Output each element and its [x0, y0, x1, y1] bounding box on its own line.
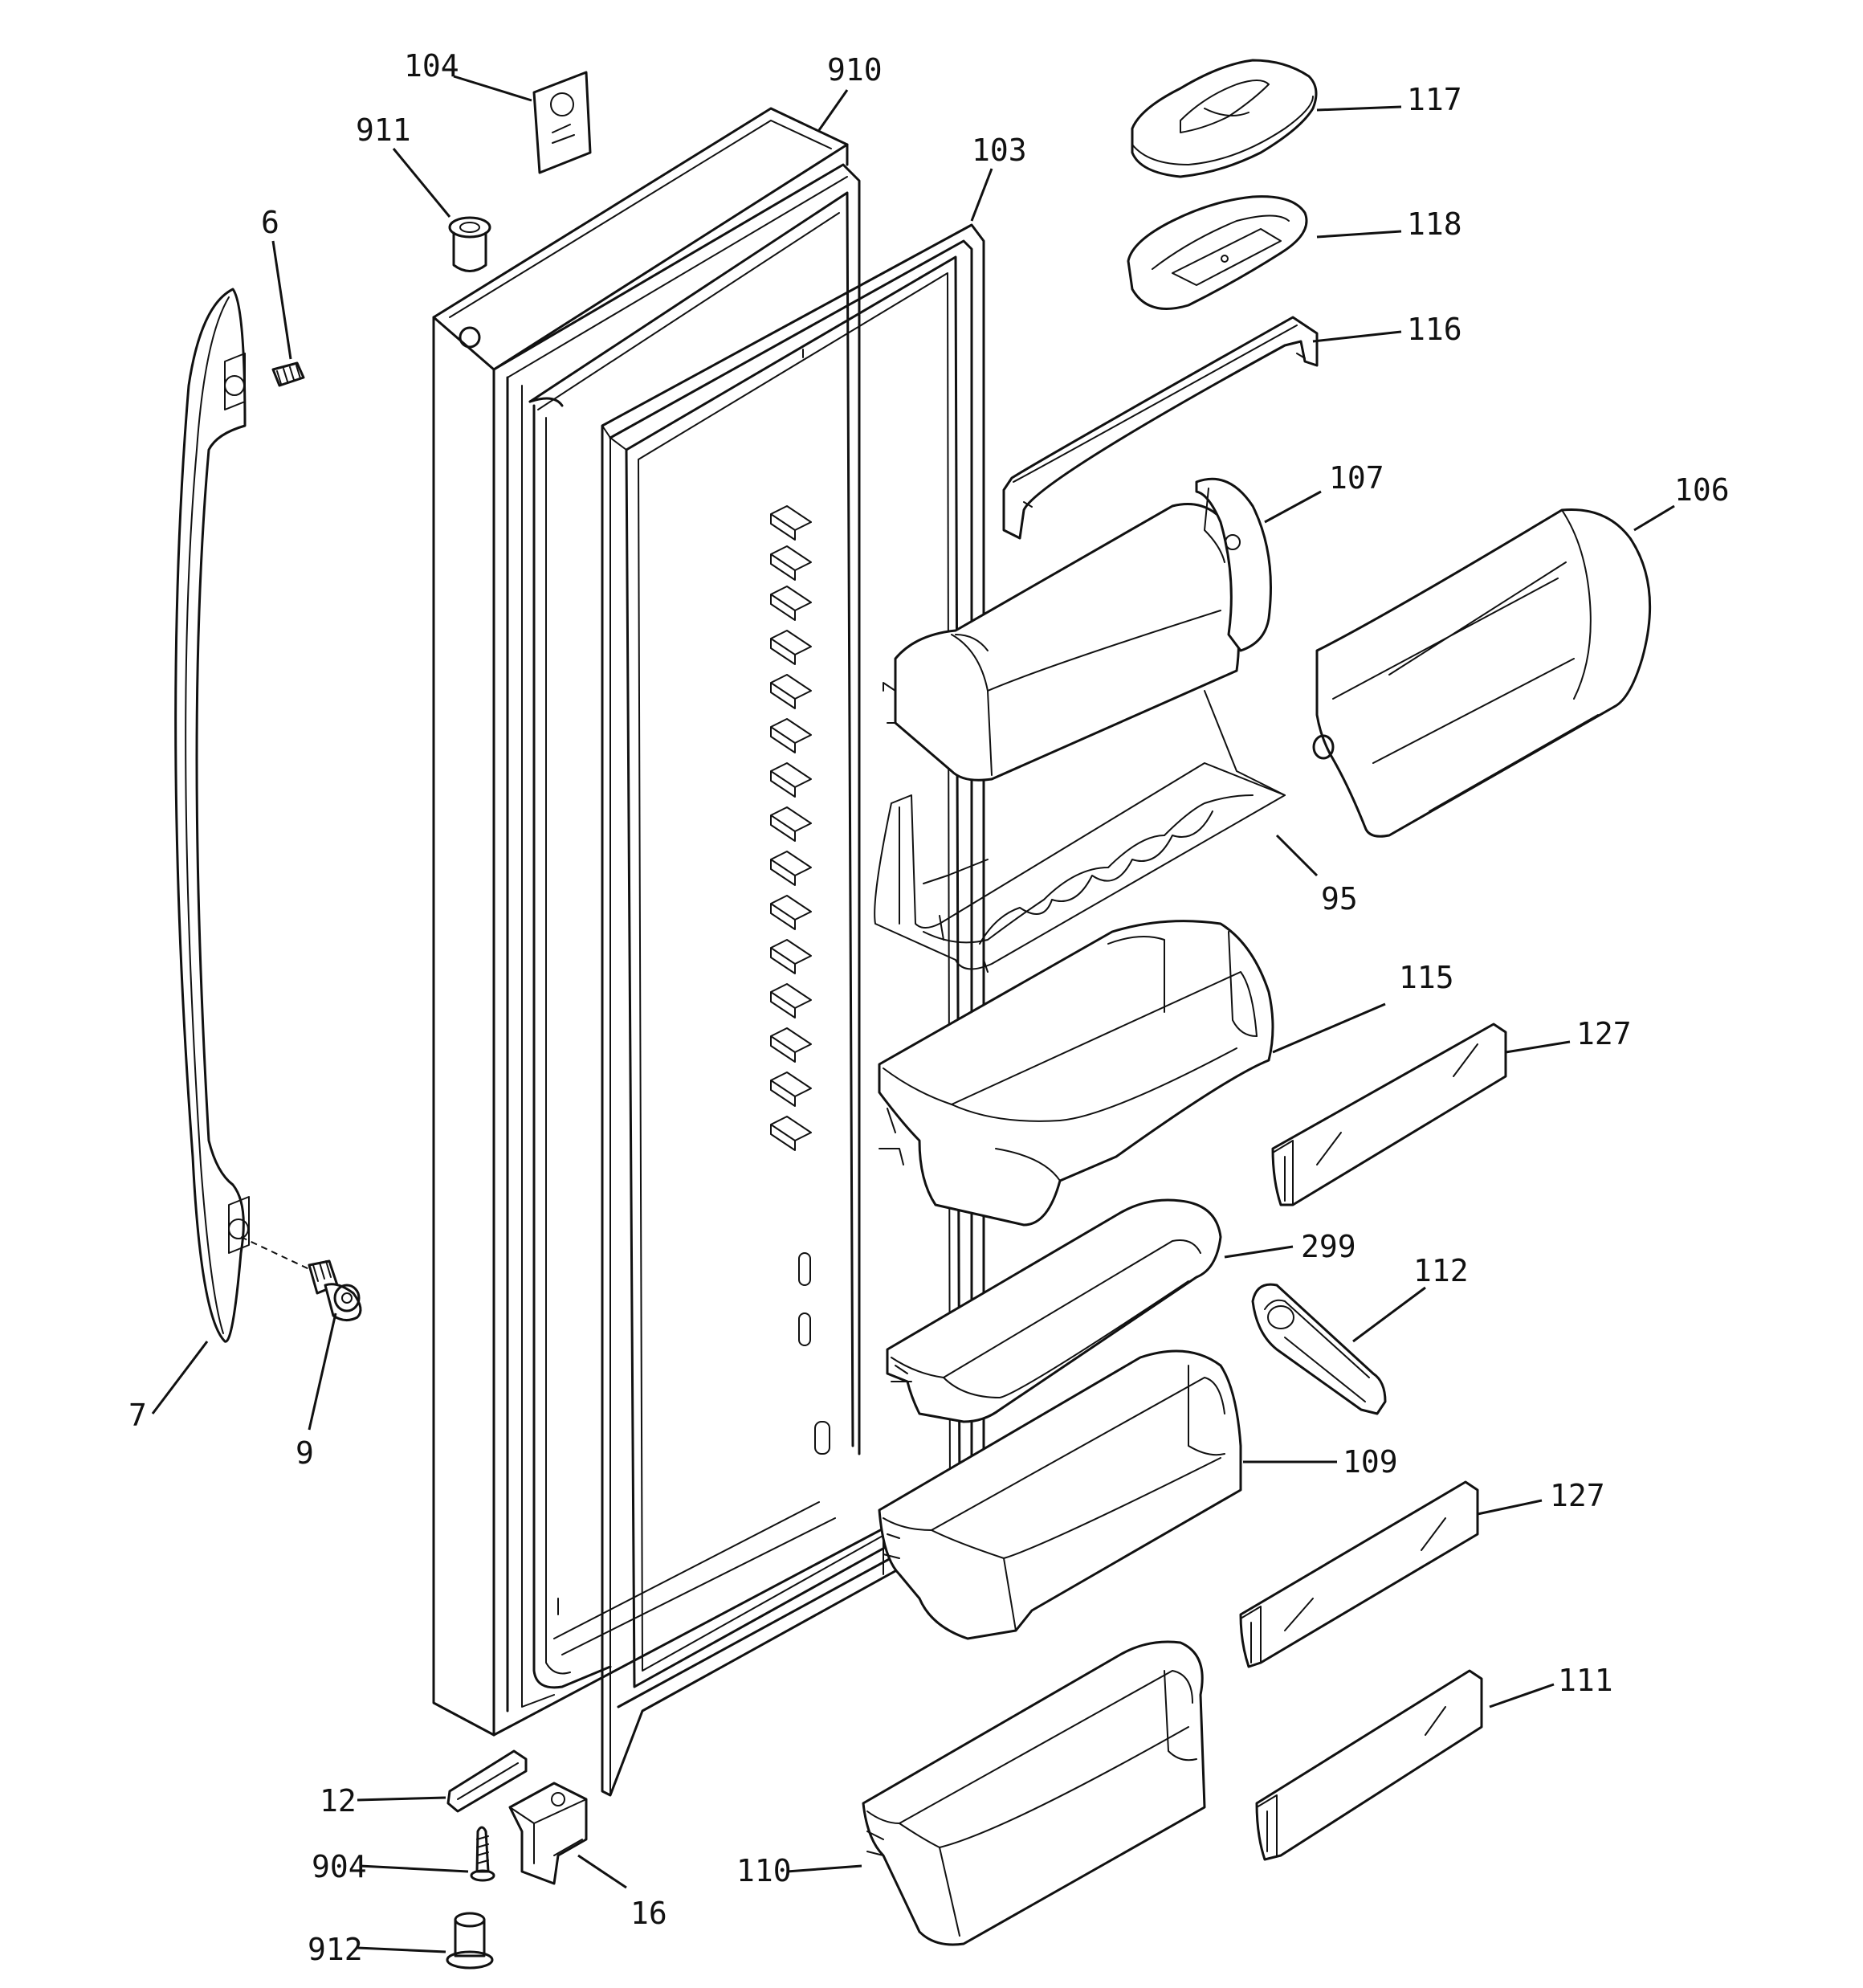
door-bin-115 [878, 920, 1274, 1227]
callout-110: 110 [736, 1853, 792, 1888]
callout-95: 95 [1321, 881, 1358, 916]
callout-911: 911 [356, 112, 411, 148]
door-frame-910 [432, 107, 965, 1737]
hinge-pin-912 [446, 1912, 494, 1970]
screw-904 [470, 1826, 495, 1882]
plug-911 [448, 216, 491, 272]
dairy-bin-118 [1127, 195, 1308, 310]
callout-127-lower: 127 [1550, 1478, 1605, 1513]
door-bin-299 [886, 1198, 1222, 1423]
bin-cover-106 [1312, 508, 1652, 838]
callout-103: 103 [972, 133, 1027, 168]
callout-111: 111 [1558, 1663, 1613, 1698]
callout-912: 912 [308, 1932, 363, 1967]
door-bin-110 [862, 1640, 1206, 1946]
shelf-rail-116 [1002, 316, 1319, 540]
callout-117: 117 [1407, 82, 1462, 117]
callout-910: 910 [827, 52, 883, 88]
bracket-112 [1251, 1283, 1387, 1415]
callout-109: 109 [1343, 1444, 1398, 1480]
wire-rack-95 [874, 690, 1286, 973]
bin-front-127-lower [1239, 1480, 1479, 1668]
callout-904: 904 [312, 1849, 367, 1884]
bin-front-111 [1255, 1669, 1483, 1861]
leader-lines [151, 75, 1675, 1953]
callout-104: 104 [404, 48, 459, 84]
door-bin-107 [883, 477, 1272, 782]
hinge-bracket-16 [508, 1782, 588, 1885]
door-handle-7 [174, 288, 250, 1343]
callout-12: 12 [320, 1783, 357, 1819]
door-liner [528, 191, 854, 1689]
dairy-cover-117 [1131, 59, 1318, 178]
callout-299: 299 [1301, 1229, 1356, 1264]
callout-6: 6 [261, 205, 279, 240]
callout-116: 116 [1407, 312, 1462, 347]
callout-9: 9 [296, 1435, 314, 1471]
hinge-plate-12 [446, 1749, 528, 1813]
screw-6 [271, 361, 305, 387]
mounting-stud-9 [240, 1236, 362, 1321]
callout-labels: 104 910 911 103 6 117 118 116 107 106 95… [128, 48, 1730, 1967]
callout-112: 112 [1413, 1253, 1469, 1288]
label-plate-104 [532, 71, 592, 174]
callout-118: 118 [1407, 206, 1462, 242]
bin-front-127-upper [1271, 1023, 1507, 1206]
callout-16: 16 [630, 1896, 667, 1931]
door-bin-109 [878, 1349, 1242, 1640]
callout-106: 106 [1674, 472, 1730, 508]
callout-7: 7 [128, 1398, 147, 1433]
callout-127-upper: 127 [1576, 1016, 1632, 1051]
callout-107: 107 [1329, 460, 1384, 496]
shelf-supports [770, 505, 830, 1455]
callout-115: 115 [1399, 960, 1454, 995]
